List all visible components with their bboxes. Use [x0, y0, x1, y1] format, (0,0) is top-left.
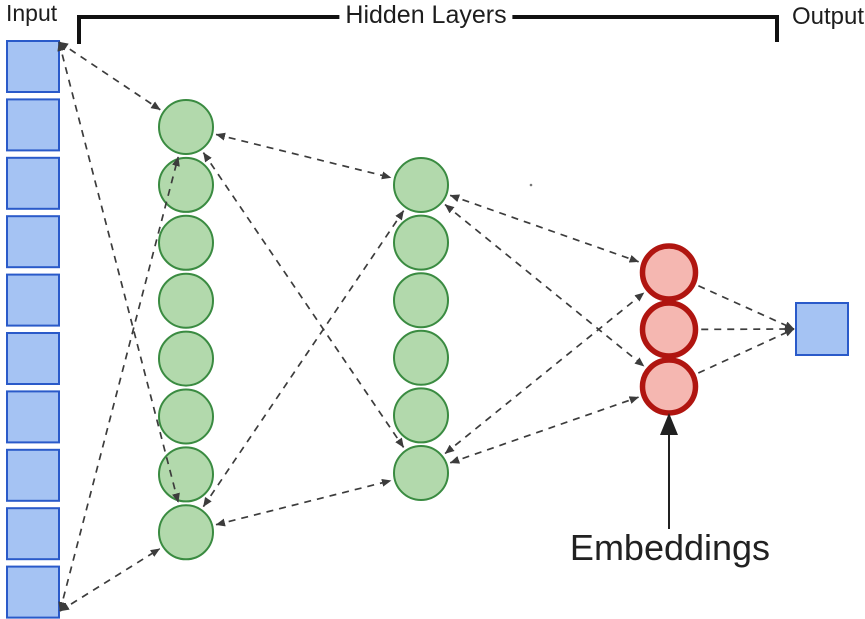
input-node [6, 507, 60, 561]
input-node [6, 332, 60, 385]
hidden-node [158, 272, 214, 329]
hidden-node [158, 214, 214, 271]
output-label: Output [792, 3, 865, 30]
hidden-node [393, 157, 449, 213]
input-node [6, 156, 60, 210]
hidden-node [158, 504, 214, 561]
hidden-node [393, 387, 449, 444]
connection-line [698, 285, 795, 330]
input-node [6, 273, 60, 327]
connection-line [59, 548, 161, 612]
input-node [6, 390, 60, 444]
embeddings-pointer-arrowhead [660, 413, 678, 435]
connection-line [449, 194, 640, 263]
embeddings-label: Embeddings [569, 527, 771, 568]
hidden-layers-label: Hidden Layers [339, 1, 513, 30]
embedding-node [639, 300, 699, 359]
embedding-node [639, 243, 699, 302]
hidden-node [393, 214, 449, 271]
hidden-node [393, 445, 449, 501]
connection-line [444, 292, 645, 455]
input-node [6, 98, 60, 152]
input-label: Input [6, 0, 58, 26]
input-node [6, 565, 60, 619]
connection-line [449, 396, 640, 464]
hidden-node [393, 272, 449, 329]
connection-line [215, 132, 392, 180]
output-node [795, 302, 849, 356]
hidden-node [158, 388, 214, 445]
input-node [6, 448, 60, 502]
connection-line [58, 41, 161, 111]
connection-line [58, 156, 180, 612]
hidden-node [158, 446, 214, 503]
hidden-node [158, 330, 214, 387]
embedding-node [639, 357, 699, 416]
connection-line [444, 203, 645, 367]
connection-line [697, 328, 795, 374]
hidden-node [158, 156, 214, 213]
hidden-node [158, 99, 214, 155]
connection-line [202, 152, 405, 448]
connection-line [215, 478, 392, 527]
connection-line [202, 210, 405, 508]
stray-mark [529, 183, 533, 187]
connection-line [57, 41, 180, 503]
input-node [6, 40, 60, 93]
hidden-node [393, 329, 449, 386]
input-node [6, 215, 60, 269]
